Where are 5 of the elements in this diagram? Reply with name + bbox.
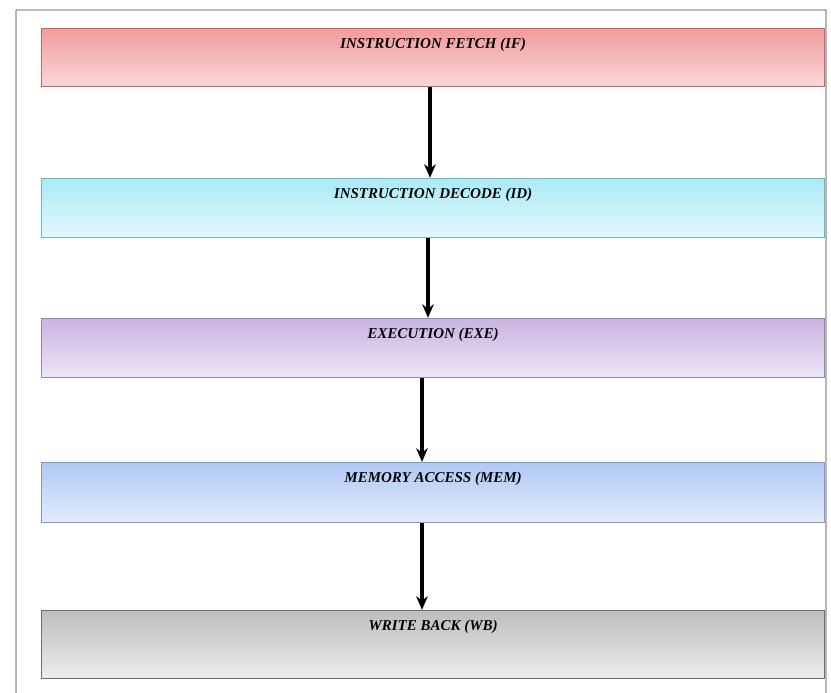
stage-box: EXECUTION (EXE) (41, 318, 825, 378)
stage-box: INSTRUCTION FETCH (IF) (41, 28, 825, 87)
stage-box: MEMORY ACCESS (MEM) (41, 462, 825, 523)
stage-box: WRITE BACK (WB) (41, 610, 825, 679)
stage-box: INSTRUCTION DECODE (ID) (41, 178, 825, 238)
